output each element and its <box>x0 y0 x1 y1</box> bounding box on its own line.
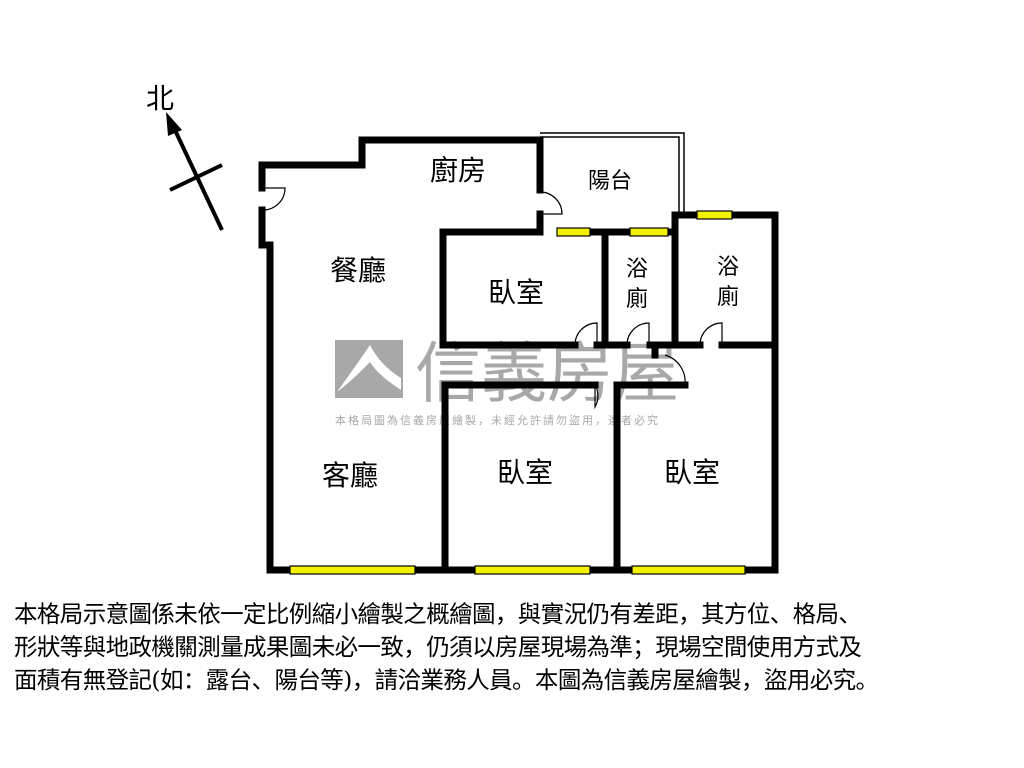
window <box>289 565 416 575</box>
room-kitchen: 廚房 <box>430 154 486 187</box>
window <box>629 227 669 237</box>
north-arrow-icon <box>166 112 224 231</box>
room-bath2-char1: 浴 <box>717 255 739 280</box>
door-bath1 <box>626 322 650 346</box>
room-bedroom-right: 臥室 <box>664 456 720 489</box>
disclaimer-line: 本格局示意圖係未依一定比例縮小繪製之概繪圖，與實況仍有差距，其方位、格局、 <box>14 600 862 628</box>
floor-plan: 信義房屋 本格局圖為信義房屋繪製，未經允許請勿盜用，違者必究 北 <box>146 82 779 575</box>
room-bath2-char2: 廁 <box>717 285 739 310</box>
watermark: 信義房屋 本格局圖為信義房屋繪製，未經允許請勿盜用，違者必究 <box>335 335 679 427</box>
window <box>696 210 733 220</box>
door-bedroom-right <box>664 354 686 386</box>
window <box>474 565 591 575</box>
room-bedroom-top: 臥室 <box>488 276 544 309</box>
watermark-notice: 本格局圖為信義房屋繪製，未經允許請勿盜用，違者必究 <box>335 413 660 427</box>
north-label: 北 <box>146 82 174 115</box>
door-bath2 <box>699 322 723 346</box>
windows <box>289 210 746 575</box>
door-bedroom-left <box>594 384 599 410</box>
room-dining: 餐廳 <box>330 254 386 287</box>
door-kitchen <box>539 191 563 215</box>
room-balcony: 陽台 <box>588 169 632 194</box>
disclaimer: 本格局示意圖係未依一定比例縮小繪製之概繪圖，與實況仍有差距，其方位、格局、 形狀… <box>14 598 1014 697</box>
disclaimer-line: 形狀等與地政機關測量成果圖未必一致，仍須以房屋現場為準；現場空間使用方式及 <box>14 633 862 661</box>
door-entrance <box>261 187 286 211</box>
room-bath1-char1: 浴 <box>626 257 648 282</box>
room-living: 客廳 <box>322 459 378 492</box>
room-bedroom-left: 臥室 <box>497 456 553 489</box>
balcony-outline <box>540 132 685 215</box>
watermark-logo-swoosh <box>337 345 401 392</box>
window <box>631 565 746 575</box>
doors <box>261 187 723 410</box>
door-bedroom-top <box>574 322 598 346</box>
disclaimer-line: 面積有無登記(如：露台、陽台等)，請洽業務人員。本圖為信義房屋繪製，盜用必究。 <box>14 666 879 694</box>
window <box>556 227 591 237</box>
room-bath1-char2: 廁 <box>626 287 648 312</box>
